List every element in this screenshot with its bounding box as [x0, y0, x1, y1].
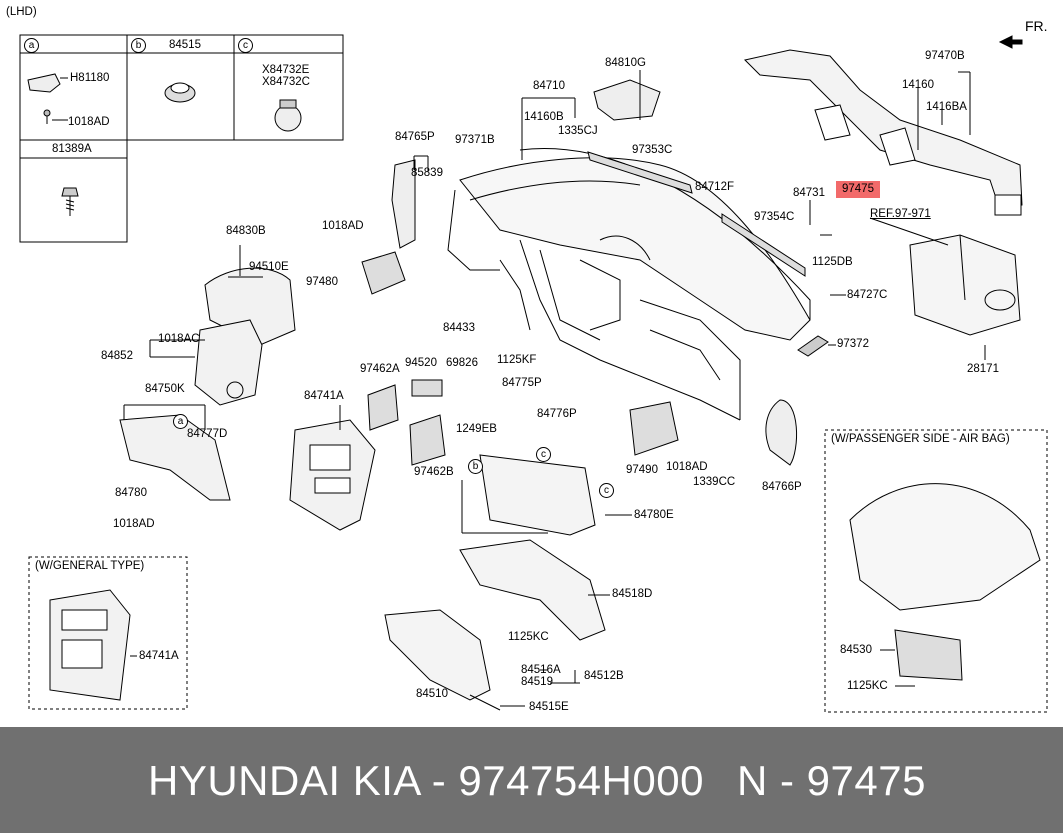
- footer-brand-part-number: HYUNDAI KIA - 974754H000: [148, 757, 704, 804]
- legend-extra-part: 81389A: [52, 143, 92, 155]
- legend-key-c: c: [238, 38, 253, 53]
- callout-84433: 84433: [443, 322, 475, 334]
- callout-ref-97-971: REF.97-971: [870, 208, 931, 220]
- callout-84776P: 84776P: [537, 408, 577, 420]
- legend-a-part-1: H81180: [70, 72, 110, 84]
- callout-1339CC: 1339CC: [693, 476, 736, 488]
- callout-85839: 85839: [411, 167, 443, 179]
- callout-84515E: 84515E: [529, 701, 569, 713]
- callout-1018AD-c: 1018AD: [113, 518, 155, 530]
- footer-reference-number: N - 97475: [737, 757, 926, 804]
- callout-84512B: 84512B: [584, 670, 624, 682]
- callout-97372: 97372: [837, 338, 869, 350]
- legend-c-part-1: X84732E: [262, 64, 310, 76]
- callout-97354C: 97354C: [754, 211, 795, 223]
- callout-14160: 14160: [902, 79, 934, 91]
- legend-key-a: a: [24, 38, 39, 53]
- parts-diagram: (LHD) FR. a b c H81180 1018AD 84515 X847…: [6, 6, 1048, 713]
- inset-airbag-box: [824, 429, 1048, 713]
- callout-97480: 97480: [306, 276, 338, 288]
- callout-1018AD-a: 1018AD: [322, 220, 364, 232]
- callout-84780E: 84780E: [634, 509, 674, 521]
- callout-84810G: 84810G: [605, 57, 646, 69]
- legend-b-part: 84515: [169, 39, 201, 51]
- legend-table-extra: [19, 139, 128, 243]
- callout-94510E: 94510E: [249, 261, 289, 273]
- callout-84750K: 84750K: [145, 383, 185, 395]
- callout-84777D: 84777D: [187, 428, 228, 440]
- callout-97353C: 97353C: [632, 144, 673, 156]
- inset-general-box: [28, 556, 188, 710]
- variant-label: (LHD): [6, 6, 37, 18]
- callout-84780: 84780: [115, 487, 147, 499]
- callout-84775P: 84775P: [502, 377, 542, 389]
- callout-97490: 97490: [626, 464, 658, 476]
- callout-84530: 84530: [840, 644, 872, 656]
- legend-key-b: b: [131, 38, 146, 53]
- callout-84741A: 84741A: [304, 390, 344, 402]
- callout-1125KF: 1125KF: [497, 354, 537, 366]
- callout-84741A-general: 84741A: [139, 650, 179, 662]
- callout-84516A: 84516A: [521, 664, 561, 676]
- legend-table-top: [19, 34, 344, 141]
- callout-97462A: 97462A: [360, 363, 400, 375]
- callout-84727C: 84727C: [847, 289, 888, 301]
- callout-97470B: 97470B: [925, 50, 965, 62]
- legend-a-part-2: 1018AD: [68, 116, 110, 128]
- callout-69826: 69826: [446, 357, 478, 369]
- callout-97371B: 97371B: [455, 134, 495, 146]
- callout-key-c-glovebox-2: c: [599, 483, 614, 498]
- callout-28171: 28171: [967, 363, 999, 375]
- diagram-drawing: [19, 34, 1048, 713]
- callout-key-c-glovebox-1: c: [536, 447, 551, 462]
- callout-key-a-knee: a: [173, 414, 188, 429]
- callout-1018AC: 1018AC: [158, 333, 200, 345]
- legend-c-part-2: X84732C: [262, 76, 310, 88]
- callout-84710: 84710: [533, 80, 565, 92]
- callout-1335CJ: 1335CJ: [558, 125, 598, 137]
- callout-84830B: 84830B: [226, 225, 266, 237]
- callout-key-b-glovebox: b: [468, 459, 483, 474]
- inset-airbag-title: (W/PASSENGER SIDE - AIR BAG): [831, 433, 1010, 445]
- callout-1416BA: 1416BA: [926, 101, 967, 113]
- callout-84766P: 84766P: [762, 481, 802, 493]
- callout-84731: 84731: [793, 187, 825, 199]
- callout-1018AD-b: 1018AD: [666, 461, 708, 473]
- callout-1249EB: 1249EB: [456, 423, 497, 435]
- callout-84712F: 84712F: [695, 181, 735, 193]
- callout-84852: 84852: [101, 350, 133, 362]
- callout-97475-highlighted: 97475: [836, 181, 880, 198]
- callout-84765P: 84765P: [395, 131, 435, 143]
- front-direction-label: FR.: [1025, 18, 1048, 34]
- front-arrow-icon: [998, 30, 1024, 48]
- part-number-footer: HYUNDAI KIA - 974754H000 N - 97475: [0, 727, 1063, 833]
- callout-84510: 84510: [416, 688, 448, 700]
- callout-84519: 84519: [521, 676, 553, 688]
- inset-general-title: (W/GENERAL TYPE): [35, 560, 145, 572]
- callout-1125KC-a: 1125KC: [508, 631, 549, 643]
- callout-94520: 94520: [405, 357, 437, 369]
- callout-84518D: 84518D: [612, 588, 653, 600]
- callout-14160B: 14160B: [524, 111, 564, 123]
- callout-1125DB: 1125DB: [812, 256, 853, 268]
- callout-1125KC-b: 1125KC: [847, 680, 888, 692]
- callout-97462B: 97462B: [414, 466, 454, 478]
